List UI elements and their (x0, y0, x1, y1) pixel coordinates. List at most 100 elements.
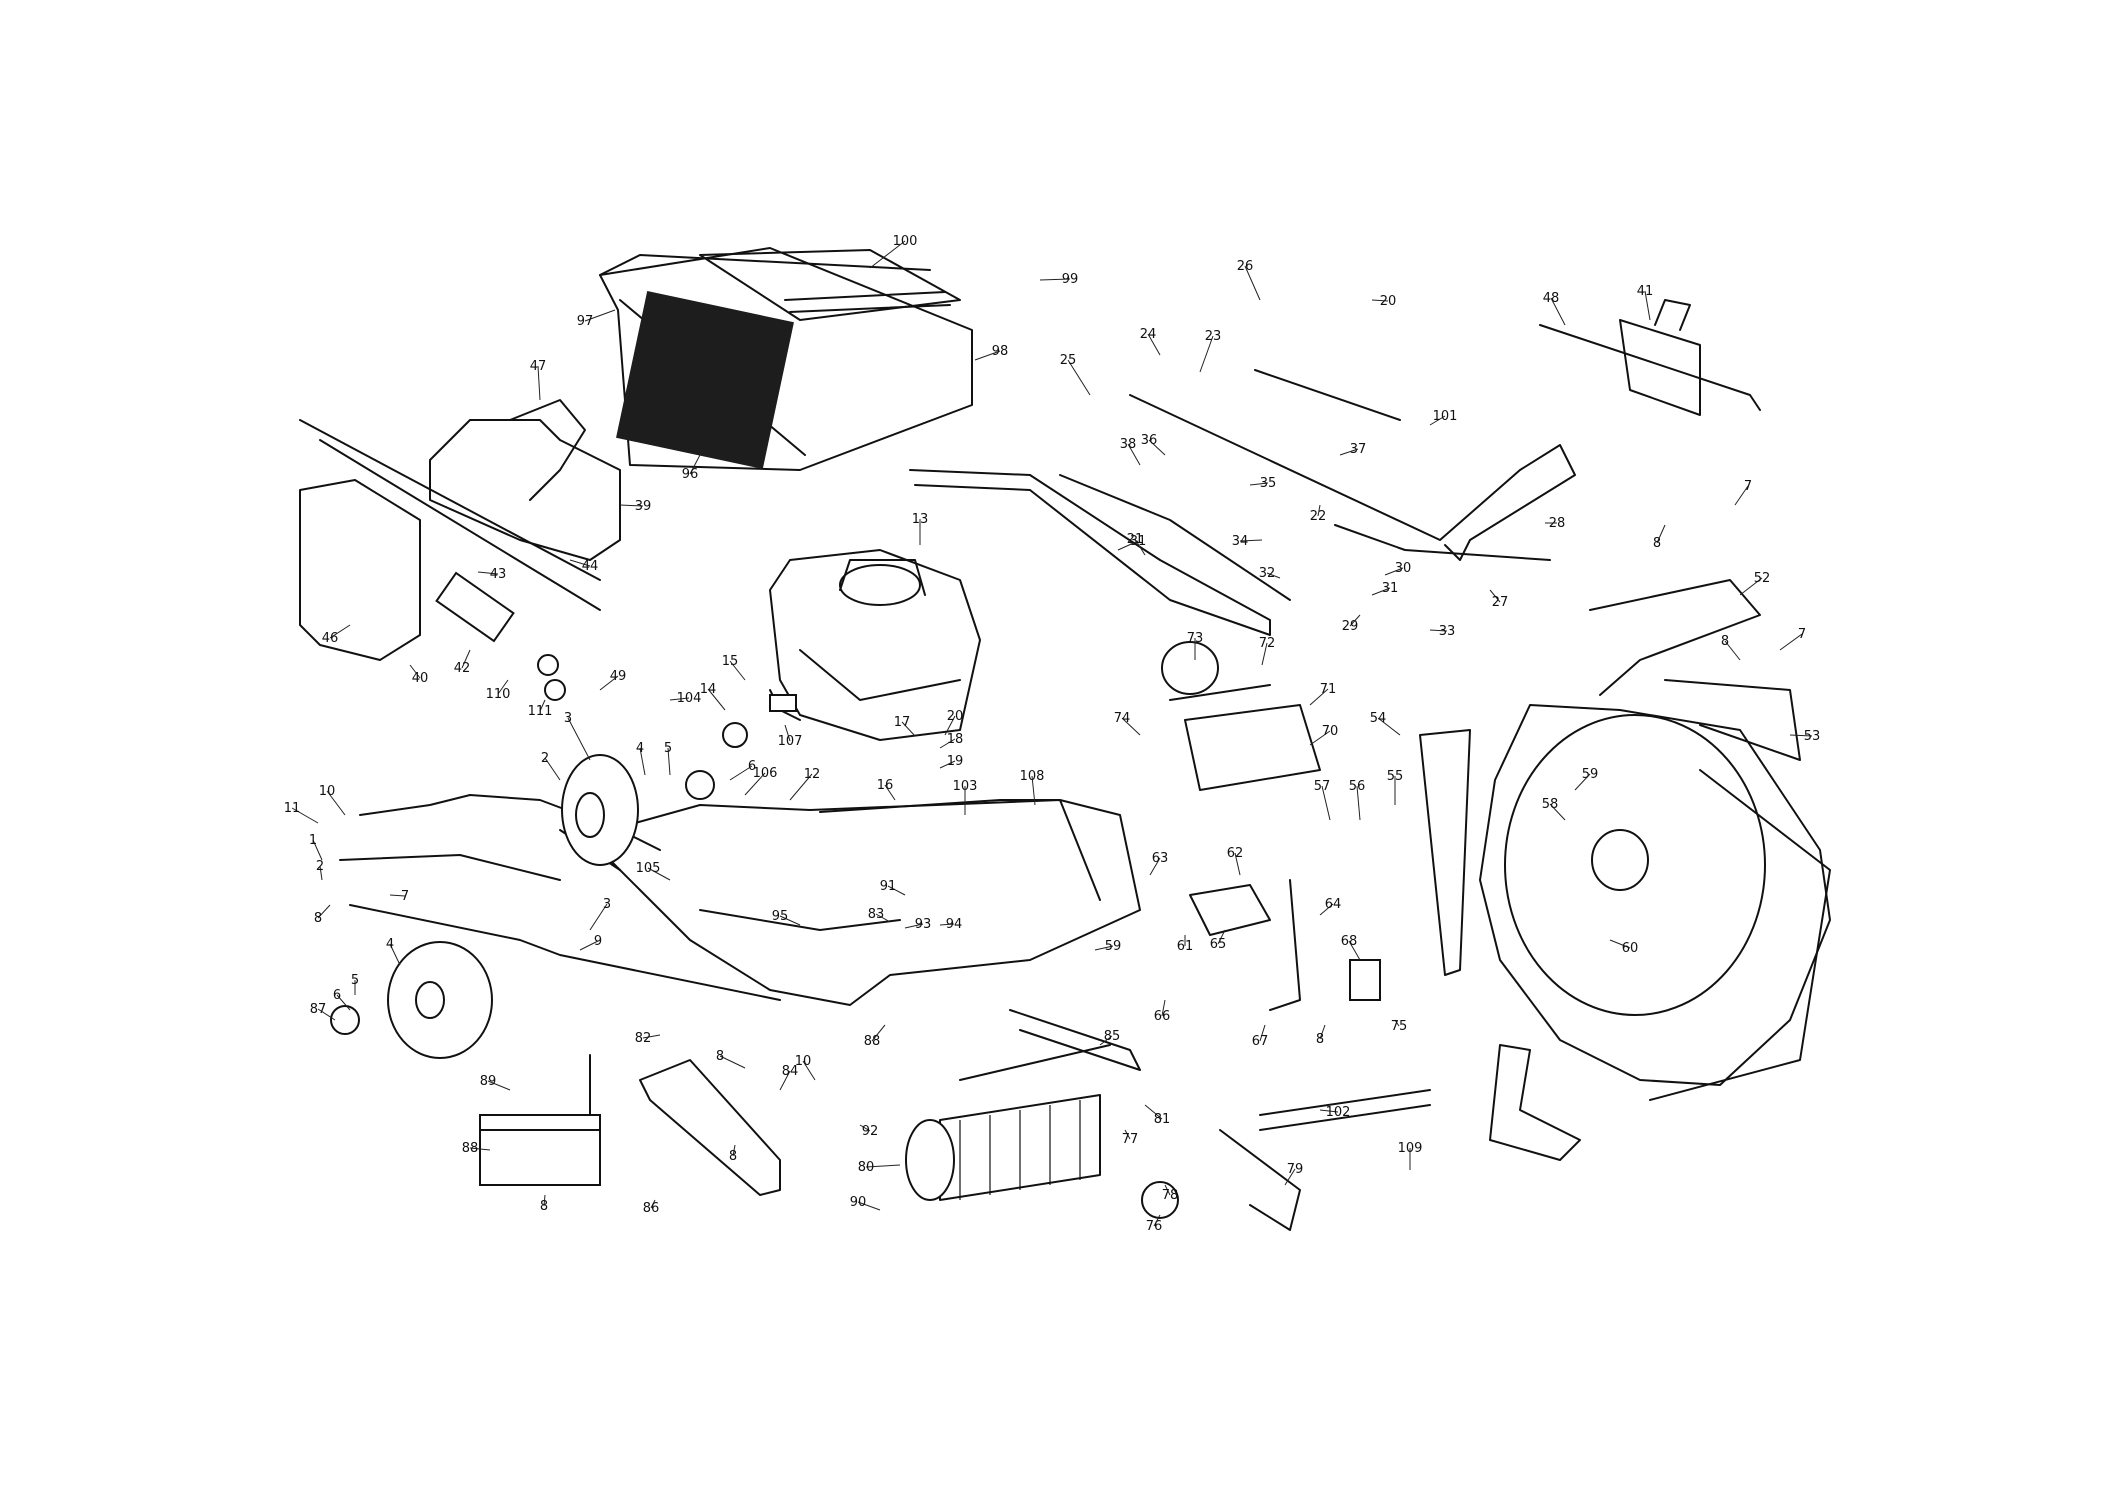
part-number-label: 20 (947, 709, 964, 724)
leader-line (326, 790, 346, 816)
leader-line (544, 757, 561, 781)
part-number-label: 63 (1152, 851, 1169, 866)
part-number-label: 19 (947, 754, 964, 769)
part-number-label: 7 (1744, 479, 1752, 494)
leader-line (1124, 1129, 1131, 1140)
part-number-label: 3 (564, 711, 572, 726)
part-number-label: 85 (1104, 1029, 1121, 1044)
leader-line (329, 624, 351, 639)
leader-line (939, 923, 955, 926)
leader-line (779, 915, 801, 926)
part-number-label: 4 (636, 741, 644, 756)
leader-line (1031, 775, 1036, 806)
part-number-label: 1 (309, 833, 317, 848)
leader-line (1356, 785, 1361, 821)
leader-line (1317, 504, 1321, 517)
part-number-label: 93 (915, 917, 932, 932)
leader-line (312, 839, 323, 861)
part-number-label: 73 (1187, 631, 1204, 646)
part-number-label: 88 (462, 1141, 479, 1156)
leader-line (669, 697, 690, 701)
part-number-label: 89 (480, 1074, 497, 1089)
leader-line (884, 784, 896, 801)
part-number-label: 8 (1653, 536, 1661, 551)
leader-line (1734, 485, 1749, 506)
belt-and-battery (479, 1054, 781, 1196)
part-number-label: 13 (912, 512, 929, 527)
part-number-label: 9 (594, 934, 602, 949)
part-number-label: 27 (1492, 595, 1509, 610)
part-number-label: 47 (530, 359, 547, 374)
part-number-label: 81 (1154, 1112, 1171, 1127)
leader-line (1099, 1035, 1113, 1046)
leader-line (1149, 857, 1161, 876)
leader-line (802, 1060, 816, 1081)
part-number-label: 111 (528, 704, 553, 719)
leader-line (1309, 730, 1331, 746)
leader-line (1644, 290, 1651, 321)
part-number-label: 107 (778, 734, 803, 749)
part-number-label: 8 (1721, 634, 1729, 649)
part-number-label: 7 (1798, 627, 1806, 642)
leader-line (939, 738, 956, 749)
leader-line (1121, 717, 1141, 736)
blade-and-cutter-housing (1419, 579, 1831, 1101)
part-number-label: 33 (1439, 624, 1456, 639)
part-number-label: 104 (677, 691, 702, 706)
part-number-label: 66 (1154, 1009, 1171, 1024)
leader-line (719, 1055, 746, 1069)
leader-line (901, 721, 916, 737)
part-number-label: 17 (894, 715, 911, 730)
leader-line (784, 724, 791, 742)
part-number-label: 22 (1310, 509, 1327, 524)
part-number-label: 94 (946, 917, 963, 932)
leader-line (599, 675, 619, 691)
leader-line (1144, 1104, 1163, 1120)
leader-line (1259, 1024, 1266, 1042)
part-number-label: 2 (316, 859, 324, 874)
part-number-label: 91 (880, 879, 897, 894)
part-number-label: 60 (1622, 941, 1639, 956)
part-number-label: 84 (782, 1064, 799, 1079)
leader-line (567, 717, 591, 761)
leader-line (729, 660, 746, 681)
part-number-label: 8 (314, 911, 322, 926)
leader-line (1319, 903, 1334, 916)
leader-line (1429, 415, 1446, 426)
part-number-label: 41 (1637, 284, 1654, 299)
leader-line (469, 1147, 491, 1151)
part-number-label: 74 (1114, 711, 1131, 726)
part-number-label: 75 (1391, 1019, 1408, 1034)
leader-line (1261, 642, 1268, 666)
rear-cover-and-chute (299, 399, 621, 701)
leader-line (729, 765, 753, 781)
height-adjuster-links (1189, 879, 1381, 1011)
leader-line (543, 1194, 546, 1207)
part-number-label: 36 (1141, 433, 1158, 448)
leader-line (1153, 1214, 1161, 1227)
part-number-label: 39 (635, 499, 652, 514)
part-number-label: 54 (1370, 711, 1387, 726)
leader-line (1319, 1109, 1339, 1113)
part-number-label: 96 (682, 467, 699, 482)
part-number-label: 110 (486, 687, 511, 702)
part-number-label: 109 (1398, 1141, 1423, 1156)
part-number-label: 68 (1341, 934, 1358, 949)
part-number-label: 99 (1062, 272, 1079, 287)
part-number-label: 88 (864, 1034, 881, 1049)
leader-line (579, 940, 599, 951)
leader-line (1550, 297, 1566, 326)
leader-line (1249, 482, 1269, 486)
leader-line (319, 865, 323, 881)
leader-line (1148, 439, 1166, 456)
part-number-label: 44 (582, 559, 599, 574)
leader-line (477, 571, 499, 575)
leader-line (1339, 448, 1359, 456)
leader-line (1371, 299, 1389, 302)
part-number-label: 70 (1322, 724, 1339, 739)
part-number-label: 20 (1380, 294, 1397, 309)
part-number-label: 82 (635, 1031, 652, 1046)
rear-axle-and-wheels (330, 754, 781, 1059)
leader-line (875, 913, 891, 923)
